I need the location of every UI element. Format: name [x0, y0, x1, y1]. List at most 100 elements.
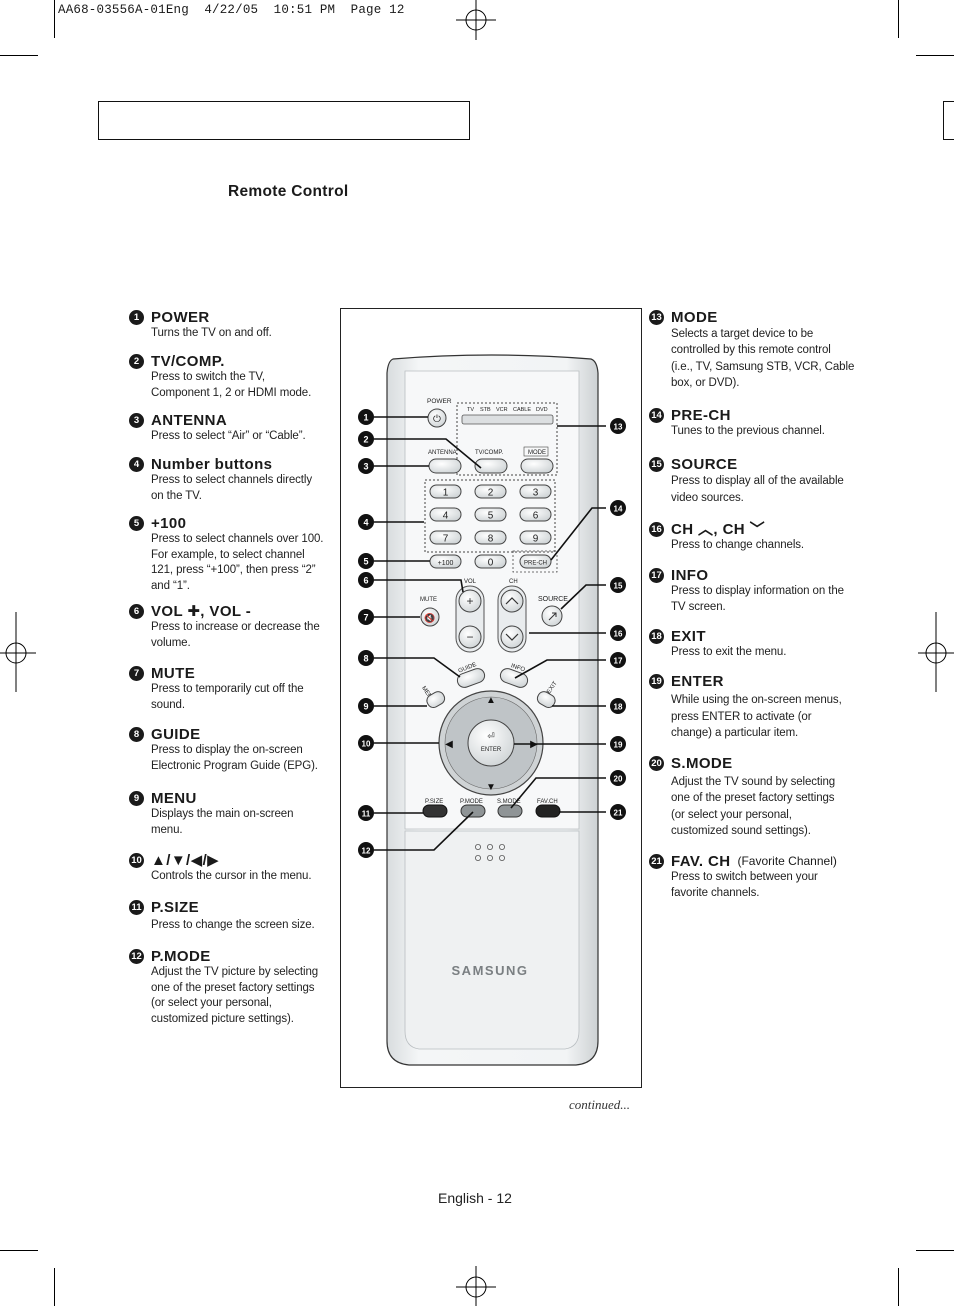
digit-4-button[interactable] — [429, 507, 462, 522]
header-box — [98, 101, 470, 140]
callout-20: 20 — [614, 775, 623, 784]
number-badge: 15 — [649, 457, 664, 472]
digit-8-label: 8 — [488, 534, 494, 545]
info-button[interactable] — [498, 667, 529, 690]
callout-16: 16 — [614, 630, 623, 639]
pmode-button[interactable] — [460, 804, 486, 818]
registration-mark — [456, 1266, 496, 1306]
vol-up-button[interactable] — [458, 589, 482, 613]
enter-icon: ⏎ — [487, 731, 495, 741]
callout-18: 18 — [614, 703, 623, 712]
prech-label: PRE-CH — [524, 561, 547, 567]
callout-6: 6 — [363, 576, 368, 586]
registration-mark — [918, 612, 954, 692]
digit-7-button[interactable] — [429, 530, 462, 545]
item-title: CH ︿, CH ﹀ — [671, 521, 766, 538]
digit-3-button[interactable] — [519, 484, 552, 499]
tvcomp-label: TV/COMP. — [475, 450, 504, 456]
smode-button[interactable] — [497, 804, 523, 818]
favch-button[interactable] — [535, 804, 561, 818]
mute-icon: 🔇 — [424, 612, 435, 623]
power-icon: ⏻ — [433, 414, 441, 425]
callout-1: 1 — [363, 413, 368, 423]
ch-down-button[interactable] — [500, 625, 524, 649]
arrow-down-button[interactable]: ▼ — [486, 782, 496, 793]
item-title: GUIDE — [151, 726, 201, 743]
item-title: MENU — [151, 790, 197, 807]
speaker-grille — [474, 844, 505, 862]
item-title: SOURCE — [671, 456, 738, 473]
callout-14: 14 — [614, 505, 623, 514]
callout-lines — [374, 416, 606, 851]
guide-button[interactable] — [455, 667, 486, 690]
item-desc-line: box, or DVD). — [671, 376, 740, 389]
item-desc-line: Press to increase or decrease the — [151, 621, 320, 633]
number-badge: 14 — [649, 408, 664, 423]
prech-button[interactable] — [519, 554, 552, 569]
item-desc-line: Press to select “Air” or “Cable”. — [151, 430, 306, 442]
arrow-left-button[interactable]: ◀ — [445, 739, 453, 750]
power-button[interactable] — [427, 408, 447, 428]
section-title: Remote Control — [228, 183, 349, 200]
digit-9-button[interactable] — [519, 530, 552, 545]
continued-note: continued... — [569, 1097, 631, 1112]
psize-button[interactable] — [422, 804, 448, 818]
item-desc-line: one of the preset factory settings — [671, 792, 835, 805]
crop-mark — [916, 55, 954, 56]
digit-1-button[interactable] — [429, 484, 462, 499]
item-title: S.MODE — [671, 755, 733, 772]
number-pad-outline — [424, 479, 556, 553]
item-title: +100 — [151, 515, 187, 532]
menu-button[interactable] — [425, 689, 447, 709]
item-desc-line: Component 1, 2 or HDMI mode. — [151, 386, 312, 399]
plus-icon: + — [466, 594, 473, 608]
number-badge: 7 — [129, 666, 144, 681]
mode-button[interactable] — [520, 458, 554, 474]
item-desc-line: Turns the TV on and off. — [151, 327, 272, 339]
item-desc-line: (or select your personal, — [671, 808, 792, 821]
item-desc-line: Electronic Program Guide (EPG). — [151, 759, 318, 772]
item-desc-line: (i.e., TV, Samsung STB, VCR, Cable — [671, 360, 855, 373]
mode-indicator-panel — [456, 402, 558, 476]
exit-button[interactable] — [535, 689, 557, 709]
ch-up-button[interactable] — [500, 589, 524, 613]
digit-6-label: 6 — [533, 511, 539, 522]
number-badge: 19 — [649, 674, 664, 689]
digit-8-button[interactable] — [474, 530, 507, 545]
digit-6-button[interactable] — [519, 507, 552, 522]
item-desc-line: favorite channels. — [671, 886, 760, 899]
mode-dvd: DVD — [536, 407, 548, 413]
item-desc-line: Selects a target device to be — [671, 328, 814, 340]
power-label: POWER — [427, 398, 452, 405]
brand-logo: SAMSUNG — [452, 963, 529, 978]
vol-down-button[interactable] — [458, 625, 482, 649]
item-desc-line: (or select your personal, — [151, 997, 272, 1009]
antenna-button[interactable] — [428, 458, 462, 474]
plus100-label: +100 — [438, 560, 454, 567]
digit-5-button[interactable] — [474, 507, 507, 522]
item-desc-line: controlled by this remote control — [671, 344, 831, 357]
mode-stb: STB — [480, 407, 491, 413]
mute-button[interactable] — [420, 607, 440, 627]
enter-button[interactable] — [467, 719, 515, 767]
digit-2-button[interactable] — [474, 484, 507, 499]
arrow-up-button[interactable]: ▲ — [486, 695, 496, 706]
callout-15: 15 — [614, 582, 623, 591]
registration-mark — [456, 0, 496, 40]
tvcomp-button[interactable] — [474, 458, 508, 474]
digit-0-button[interactable] — [474, 554, 507, 569]
pmode-label: P.MODE — [460, 799, 483, 805]
item-title: FAV. CH — [671, 853, 731, 870]
source-button[interactable] — [541, 605, 563, 627]
item-desc-line: Press to select channels over 100. — [151, 533, 324, 545]
item-title: TV/COMP. — [151, 353, 225, 370]
item-desc-line: Press to switch the TV, — [151, 371, 266, 383]
